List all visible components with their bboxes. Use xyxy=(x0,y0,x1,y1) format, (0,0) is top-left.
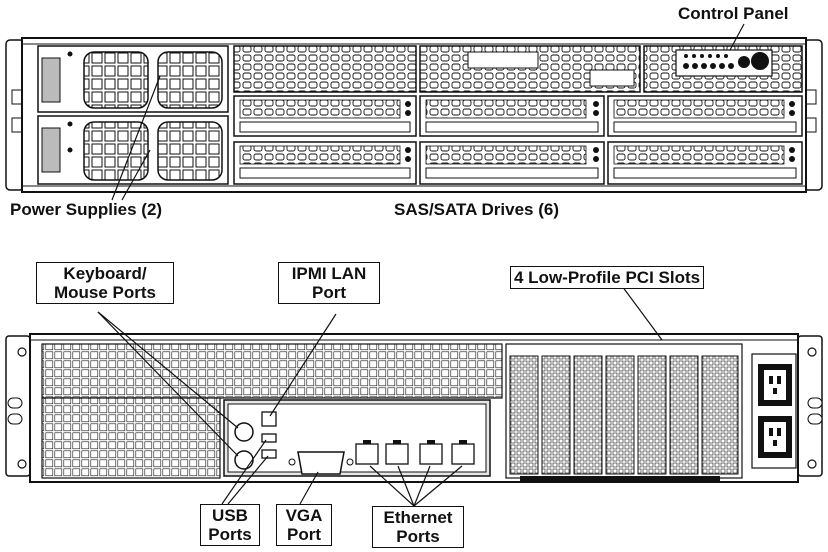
mouse-port xyxy=(234,450,254,470)
usb-leader-2 xyxy=(227,455,269,505)
control-panel xyxy=(675,49,773,77)
psu-leader-2 xyxy=(121,149,151,201)
pci-slot-7 xyxy=(701,355,739,475)
usb-label-line1: USB xyxy=(212,506,248,525)
pci-slots xyxy=(505,343,743,482)
keyboard-port xyxy=(234,422,254,442)
ethernet-ports-label: Ethernet Ports xyxy=(372,506,464,548)
usb-ports-label: USB Ports xyxy=(200,504,260,546)
vga-label-line2: Port xyxy=(287,525,321,544)
keyboard-mouse-label-line2: Mouse Ports xyxy=(53,283,157,302)
ipmi-lan-port-label: IPMI LAN Port xyxy=(278,262,380,304)
control-panel-leader xyxy=(729,23,745,51)
power-button-icon xyxy=(751,52,769,70)
pci-slot-3 xyxy=(573,355,603,475)
ethernet-label-line1: Ethernet xyxy=(383,508,453,527)
control-panel-label: Control Panel xyxy=(678,4,789,23)
ethernet-leader-4 xyxy=(413,465,463,507)
ethernet-leader-3 xyxy=(413,465,431,507)
pci-slot-2 xyxy=(541,355,571,475)
pci-slot-6 xyxy=(669,355,699,475)
mouse-leader xyxy=(97,311,239,457)
rear-vent-top xyxy=(41,343,503,399)
ethernet-port-3 xyxy=(419,443,443,465)
pci-slot-5 xyxy=(637,355,667,475)
sas-sata-drives-label: SAS/SATA Drives (6) xyxy=(394,200,560,219)
vga-port-label: VGA Port xyxy=(276,504,332,546)
keyboard-leader xyxy=(97,311,239,429)
drive-bays xyxy=(233,95,803,185)
ethernet-port-4 xyxy=(451,443,475,465)
reset-button-icon xyxy=(738,56,750,68)
pci-slot-1 xyxy=(509,355,539,475)
pci-leader xyxy=(621,285,663,341)
usb-label-line2: Ports xyxy=(208,525,252,544)
front-vent-left xyxy=(233,45,417,93)
ipmi-label-line2: Port xyxy=(312,283,346,302)
ethernet-port-2 xyxy=(385,443,409,465)
rear-vent-left xyxy=(41,397,221,479)
ipmi-label-line1: IPMI LAN xyxy=(291,264,367,283)
ethernet-port-1 xyxy=(355,443,379,465)
usb-port-2 xyxy=(261,449,277,459)
ipmi-leader xyxy=(269,313,337,417)
ethernet-ports xyxy=(355,440,475,465)
usb-port-1 xyxy=(261,433,277,443)
ethernet-leader-2 xyxy=(397,465,415,507)
usb-leader-1 xyxy=(221,439,267,505)
keyboard-mouse-label-line1: Keyboard/ xyxy=(63,264,147,283)
keyboard-mouse-label: Keyboard/ Mouse Ports xyxy=(36,262,174,304)
ethernet-leader-1 xyxy=(369,465,415,507)
pci-slots-label: 4 Low-Profile PCI Slots xyxy=(510,266,705,289)
ethernet-label-line2: Ports xyxy=(396,527,440,546)
power-supplies-label: Power Supplies (2) xyxy=(10,200,163,219)
ipmi-lan-port xyxy=(261,411,277,427)
rear-panel xyxy=(5,285,823,507)
vga-leader xyxy=(299,471,319,505)
power-supply-bays xyxy=(37,45,229,185)
vga-port xyxy=(297,451,345,475)
pci-slot-4 xyxy=(605,355,635,475)
vga-label-line1: VGA xyxy=(285,506,323,525)
psu-leader-1 xyxy=(111,75,161,201)
front-panel xyxy=(5,23,823,201)
